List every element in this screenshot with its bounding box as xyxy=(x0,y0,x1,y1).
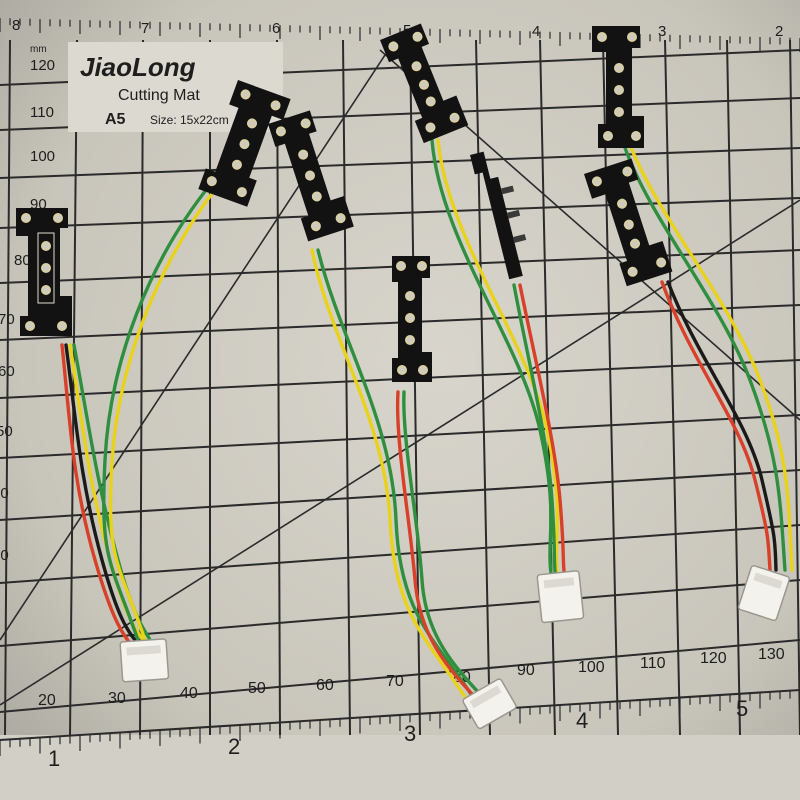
jst-connectors xyxy=(119,565,791,730)
bmm-70: 70 xyxy=(386,673,404,690)
grid-line xyxy=(0,639,800,713)
grid-line xyxy=(342,39,351,736)
mm-60: 60 xyxy=(0,363,15,380)
binch-5: 5 xyxy=(736,696,748,721)
bmm-60: 60 xyxy=(316,677,334,694)
wire-bundles xyxy=(60,138,794,707)
mm-110: 110 xyxy=(30,104,54,121)
bmm-110: 110 xyxy=(640,655,666,672)
grid-line xyxy=(726,39,741,736)
binch-2: 2 xyxy=(228,734,240,759)
mm-40: 40 xyxy=(0,485,9,502)
sensor-module-6 xyxy=(470,151,527,280)
grid-line xyxy=(69,39,78,736)
bmm-20: 20 xyxy=(38,692,56,709)
connector-3 xyxy=(536,570,585,624)
binch-3: 3 xyxy=(404,721,416,746)
connector-1 xyxy=(119,638,170,683)
grid-line xyxy=(139,39,144,736)
binch-1: 1 xyxy=(48,746,60,771)
bmm-40: 40 xyxy=(180,685,198,702)
grid-line xyxy=(4,39,11,736)
bmm-50: 50 xyxy=(248,680,266,697)
top-inch-2: 2 xyxy=(775,23,783,40)
sensor-module-5 xyxy=(380,23,469,144)
top-inch-6: 6 xyxy=(272,20,280,37)
grid-line xyxy=(0,469,800,521)
bmm-90: 90 xyxy=(517,662,535,679)
mat-subtitle: Cutting Mat xyxy=(118,87,200,104)
bottom-inch-labels: 1 2 3 4 5 xyxy=(48,696,748,771)
bmm-130: 130 xyxy=(758,646,785,663)
top-inch-4: 4 xyxy=(532,23,540,40)
bmm-30: 30 xyxy=(108,690,126,707)
grid-line xyxy=(276,39,281,736)
sensor-module-2 xyxy=(198,80,291,207)
grid-line xyxy=(0,147,800,179)
size-text: Size: 15x22cm xyxy=(150,113,229,127)
connector-4 xyxy=(737,565,791,622)
sensor-module-3 xyxy=(268,110,354,242)
bottom-ruler-band xyxy=(0,735,800,800)
sensor-module-8 xyxy=(584,158,673,287)
sensor-module-4 xyxy=(392,256,432,382)
mm-50: 50 xyxy=(0,423,13,440)
size-code: A5 xyxy=(105,111,126,128)
left-mm-labels: 120 110 100 90 80 70 60 50 40 30 xyxy=(0,57,55,564)
brand-name: JiaoLong xyxy=(80,52,196,82)
top-inch-8: 8 xyxy=(12,17,20,34)
grid-line xyxy=(0,197,800,229)
bmm-120: 120 xyxy=(700,650,727,667)
mm-100: 100 xyxy=(30,148,55,165)
binch-4: 4 xyxy=(576,708,588,733)
top-inch-7: 7 xyxy=(141,20,149,37)
unit-label: mm xyxy=(30,44,47,55)
bottom-mm-labels: 20 30 40 50 60 70 80 90 100 110 120 130 xyxy=(38,646,785,709)
top-inch-3: 3 xyxy=(658,23,666,40)
sensor-module-1 xyxy=(16,208,72,336)
mm-70: 70 xyxy=(0,311,15,328)
grid-line xyxy=(664,39,681,736)
sensor-module-7 xyxy=(592,26,644,148)
grid-line xyxy=(789,39,800,736)
connector-2 xyxy=(462,678,517,730)
pcb-modules xyxy=(16,23,673,382)
mm-120: 120 xyxy=(30,57,55,74)
mm-80: 80 xyxy=(14,252,31,269)
mm-30: 30 xyxy=(0,547,9,564)
bmm-100: 100 xyxy=(578,659,605,676)
